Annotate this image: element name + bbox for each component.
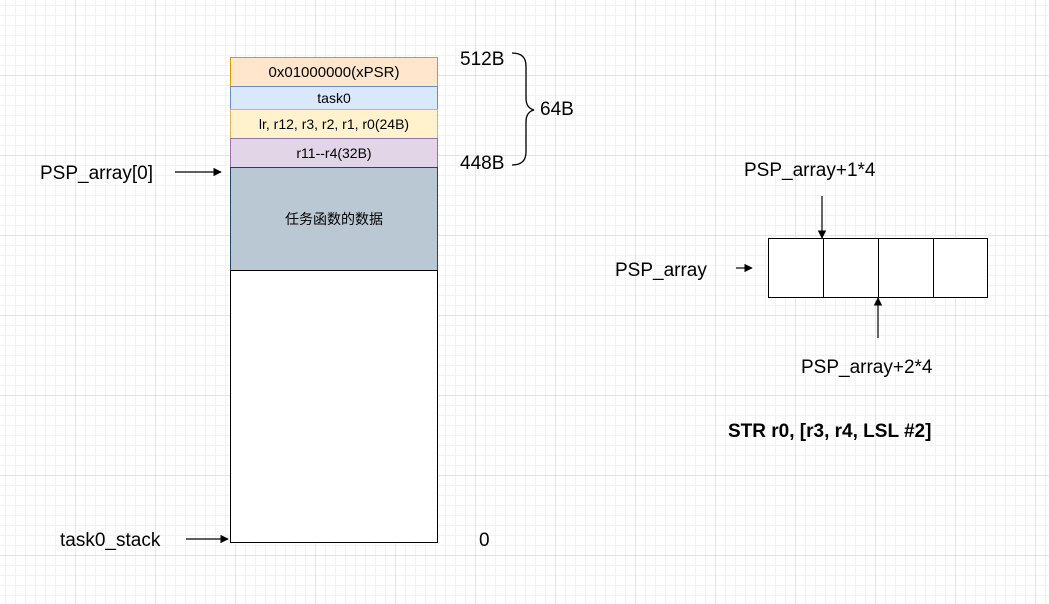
psp-array-label: PSP_array xyxy=(615,260,707,281)
brace-label-64b: 64B xyxy=(540,99,574,120)
size-label-512b: 512B xyxy=(460,49,505,70)
array-cell xyxy=(768,238,824,298)
stack-free-space xyxy=(230,270,438,543)
stack-block-xpsr: 0x01000000(xPSR) xyxy=(230,57,438,87)
array-cell xyxy=(823,238,879,298)
task0-stack-label: task0_stack xyxy=(60,530,161,551)
size-label-448b: 448B xyxy=(460,153,505,174)
stack-block-lr-r0: lr, r12, r3, r2, r1, r0(24B) xyxy=(230,109,438,139)
stack-block-task-data: 任务函数的数据 xyxy=(230,167,438,271)
array-cell xyxy=(878,238,934,298)
size-label-zero: 0 xyxy=(479,530,490,551)
curly-brace xyxy=(511,52,535,166)
psp-array-0-label: PSP_array[0] xyxy=(40,163,153,184)
str-instruction: STR r0, [r3, r4, LSL #2] xyxy=(728,421,932,442)
array-cell xyxy=(933,238,988,298)
pointer-label-plus2: PSP_array+2*4 xyxy=(801,357,933,378)
pointer-label-plus1: PSP_array+1*4 xyxy=(744,160,876,181)
